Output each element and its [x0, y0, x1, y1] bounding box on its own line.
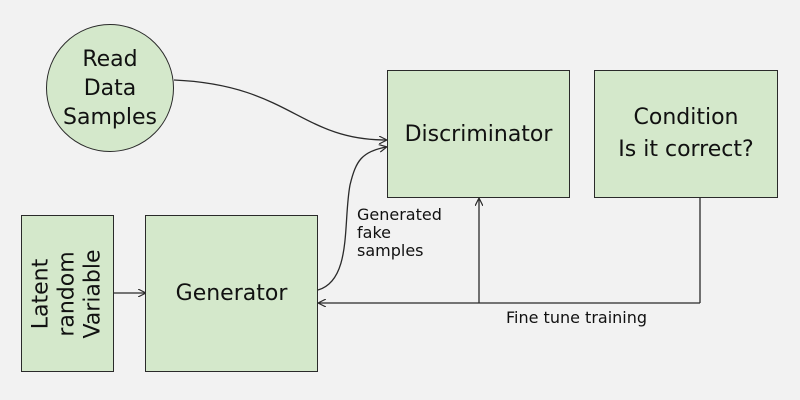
- generator-node: Generator: [145, 215, 318, 372]
- edge-read-to-discriminator: [173, 79, 386, 140]
- condition-label: Condition Is it correct?: [618, 105, 754, 162]
- edge-generator-to-discriminator: [317, 147, 386, 291]
- generator-label: Generator: [175, 281, 288, 306]
- latent-random-variable-node: Latent random Variable: [21, 215, 114, 372]
- discriminator-node: Discriminator: [387, 70, 570, 198]
- read-data-samples-label: Read Data Samples: [63, 46, 157, 130]
- condition-node: Condition Is it correct?: [594, 70, 778, 198]
- fine-tune-training-label: Fine tune training: [506, 308, 648, 327]
- discriminator-label: Discriminator: [404, 121, 553, 147]
- latent-random-variable-label: Latent random Variable: [28, 248, 106, 339]
- generated-fake-samples-label: Generated fake samples: [357, 205, 442, 260]
- read-data-samples-node: Read Data Samples: [46, 24, 174, 152]
